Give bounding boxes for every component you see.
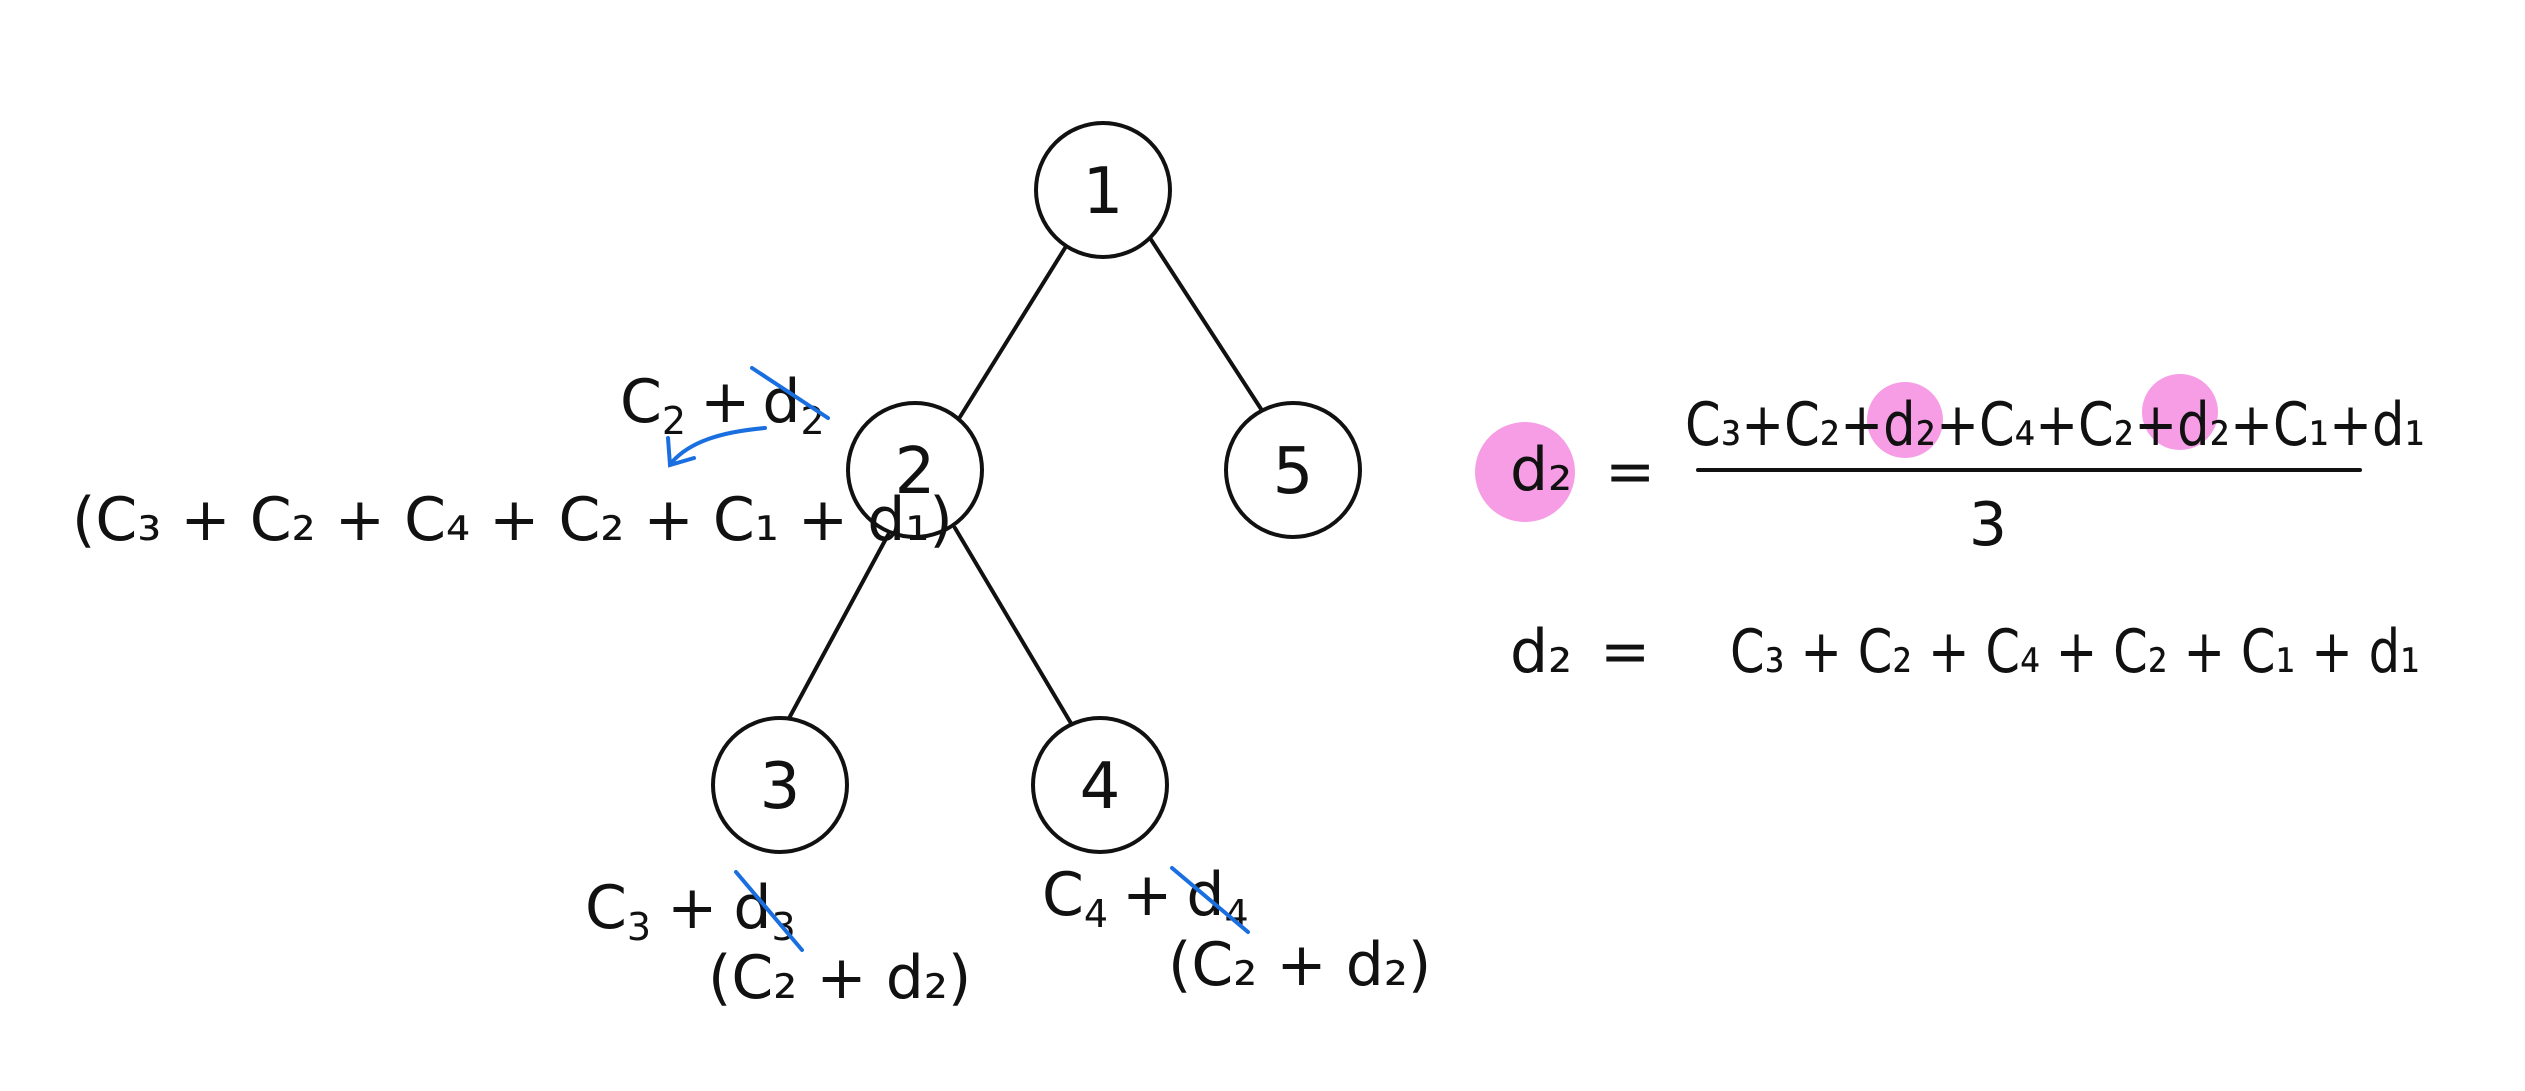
replacement-expression: (C₂ + d₂) [1168,930,1431,1000]
node-label-2: 2 [895,435,936,509]
node-circle [711,716,849,854]
equation-rhs: C₃ + C₂ + C₄ + C₂ + C₁ + d₁ [1730,617,2420,687]
equation-lhs: d₂ [1510,617,1572,687]
arrow-head-icon [666,436,696,468]
node-circle [1224,401,1362,539]
tree-nodes: 1 2 5 3 4 [711,121,1362,854]
tree-node-5: 5 [1224,401,1362,539]
strike-mark [734,870,804,952]
cost-term: C3+d3 [585,873,796,949]
equation-equals: = [1600,617,1650,687]
fraction-denominator: 3 [1969,490,2007,560]
node-circle [846,401,984,539]
highlight-mark [1867,382,1943,458]
strike-mark [1170,866,1250,934]
node-circle [1031,716,1169,854]
node2-top-annotation: C2+d2 [620,366,830,468]
edge-1-2 [953,246,1067,427]
node4-bottom-annotation: C4+d4 (C₂ + d₂) [1042,860,1431,1000]
tree-node-4: 4 [1031,716,1169,854]
tree-node-1: 1 [1034,121,1172,259]
sum-expression: (C₃ + C₂ + C₄ + C₂ + C₁ + d₁) [72,485,953,555]
arrow-curve [670,426,767,464]
fraction-numerator: C₃+C₂+d₂+C₄+C₂+d₂+C₁+d₁ [1685,390,2425,460]
cost-term: C4+d4 [1042,860,1249,936]
node2-left-annotation: (C₃ + C₂ + C₄ + C₂ + C₁ + d₁) [72,485,953,555]
highlight-mark [1475,422,1575,522]
node-label-1: 1 [1083,155,1124,229]
equation-2: d₂ = C₃ + C₂ + C₄ + C₂ + C₁ + d₁ [1510,617,2420,687]
highlight-mark [2142,374,2218,450]
tree-edges [785,236,1265,732]
edge-2-4 [953,526,1077,732]
equation-lhs: d₂ [1510,435,1572,505]
tree-node-3: 3 [711,716,849,854]
strike-mark [750,366,830,420]
equation-1: d₂ = C₃+C₂+d₂+C₄+C₂+d₂+C₁+d₁ 3 [1475,374,2425,560]
node-circle [1034,121,1172,259]
edge-2-3 [785,533,890,724]
node-label-3: 3 [760,750,801,824]
node-label-5: 5 [1273,435,1314,509]
equation-equals: = [1605,437,1655,507]
tree-node-2: 2 [846,401,984,539]
cost-term: C2+d2 [620,367,825,443]
node3-bottom-annotation: C3+d3 (C₂ + d₂) [585,870,971,1013]
node-label-4: 4 [1080,750,1121,824]
replacement-expression: (C₂ + d₂) [708,943,971,1013]
edge-1-5 [1148,236,1265,414]
